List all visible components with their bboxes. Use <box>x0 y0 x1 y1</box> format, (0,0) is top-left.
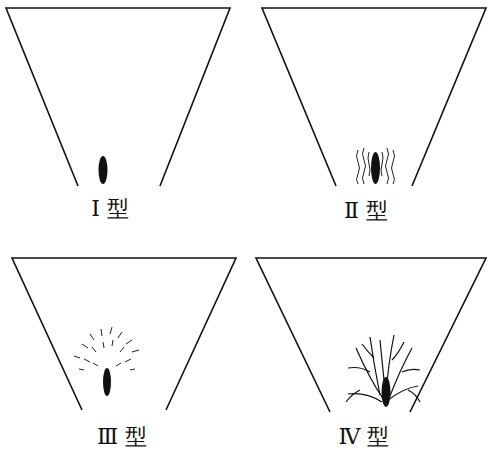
funnel-outline <box>6 8 230 186</box>
type-label: Ⅲ 型 <box>97 424 147 450</box>
type-label: Ⅰ 型 <box>91 196 129 222</box>
seed-blob <box>371 152 380 184</box>
scattered-hairs <box>74 327 139 370</box>
seed-blob <box>99 156 108 184</box>
wavy-hairs <box>357 148 395 184</box>
seed-blob <box>103 368 111 396</box>
funnel-outline <box>12 258 236 410</box>
funnel-outline <box>262 8 486 186</box>
type-label: Ⅱ 型 <box>344 198 388 224</box>
seed-blob <box>382 377 391 407</box>
funnel-outline <box>256 258 486 412</box>
type-label: Ⅳ 型 <box>339 424 390 450</box>
